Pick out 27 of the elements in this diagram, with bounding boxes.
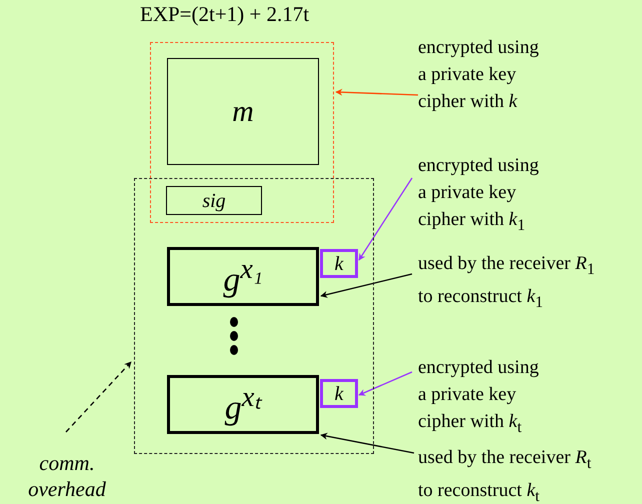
arrow [320,273,412,298]
key-box [320,379,358,408]
annotation-text: comm. overhead [12,450,122,504]
math-symbol: sig [202,190,226,210]
annotation-text: used by the receiver R$_{t}$ to reconstruct k$_{t}$ [418,444,606,500]
math-symbol: g$^{xₜ}$ [224,384,262,426]
dashed-region [150,42,334,223]
key-box [320,249,358,278]
key-symbol: k [334,384,344,404]
annotation-text: used by the receiver R$_{1}$ to reconstruct k$_{1}$ [418,250,606,306]
arrow [320,432,414,454]
annotation-text: encrypted using a private key cipher with k [418,34,548,118]
arrow [66,361,132,432]
dashed-region [134,178,374,454]
math-symbol: g$^{x₁}$ [223,256,263,298]
annotation-text: encrypted using a private key cipher with k$_{1}$ [418,152,548,236]
message-box [166,186,262,215]
exponent-box [167,247,319,306]
arrow [358,371,412,396]
math-symbol: m [232,96,254,126]
formula-title: EXP=(2t+1) + 2.17t [140,2,310,27]
exponent-box [167,375,319,434]
arrow [335,88,418,96]
annotation-text: encrypted using a private key cipher with k$_{t}$ [418,354,548,438]
key-symbol: k [334,254,344,274]
message-box [167,58,319,165]
arrow [358,178,413,261]
